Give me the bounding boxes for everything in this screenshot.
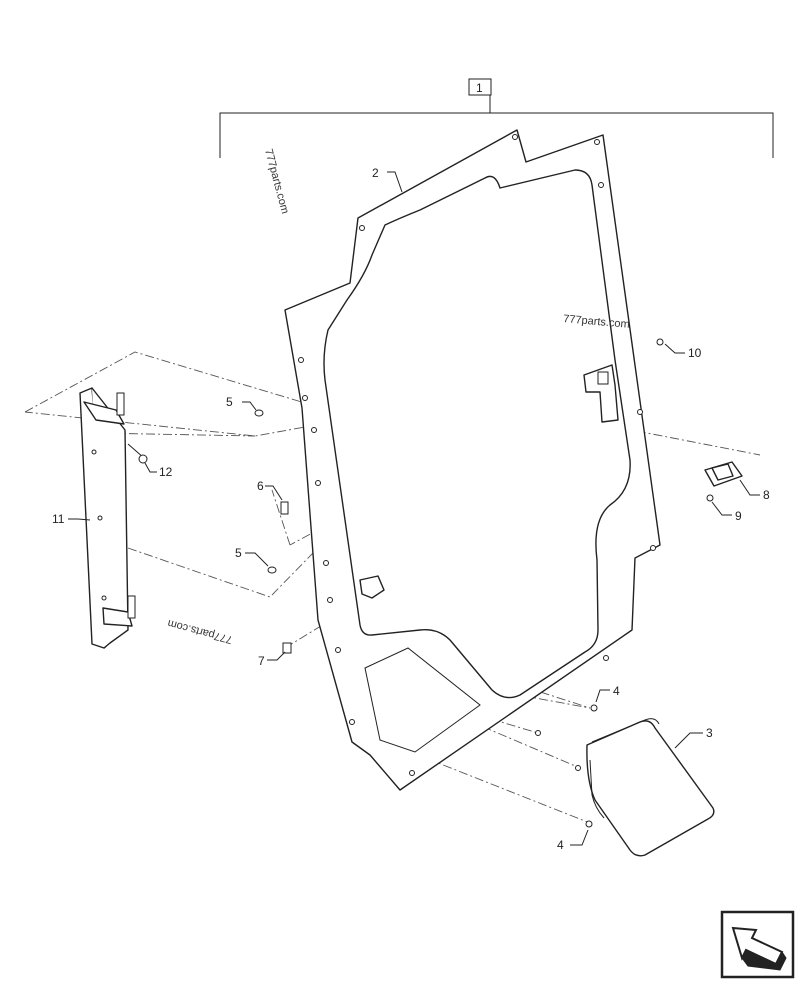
callout-10: 10: [688, 346, 702, 360]
callout-4-upper: 4: [613, 684, 620, 698]
latch-bracket-8: [704, 461, 743, 487]
callout-7: 7: [258, 654, 265, 668]
callout-11: 11: [52, 512, 65, 526]
glass-pane: [586, 718, 715, 857]
bolt-12: [127, 443, 148, 464]
callouts: 2 3 4 4 5 5 6 7 8 9 10 11 12: [52, 166, 770, 852]
callout-12: 12: [159, 465, 173, 479]
watermark-upside-down: 777parts.com: [166, 617, 233, 646]
leader-lines: [68, 171, 760, 846]
callout-2: 2: [372, 166, 379, 180]
assembly-label: 1: [476, 81, 483, 95]
callout-5-lower: 5: [235, 546, 242, 560]
callout-9: 9: [735, 509, 742, 523]
callout-8: 8: [763, 488, 770, 502]
fasteners: [254, 338, 714, 828]
hinge-bar: [79, 387, 136, 649]
callout-4-lower: 4: [557, 838, 564, 852]
window-frame: [284, 129, 661, 791]
watermark-center: 777parts.com: [563, 313, 630, 331]
callout-6: 6: [257, 479, 264, 493]
arrow-navigation-icon[interactable]: [720, 910, 795, 979]
callout-3: 3: [706, 726, 713, 740]
callout-5-upper: 5: [226, 395, 233, 409]
assembly-bracket: 1: [219, 78, 774, 158]
watermark-vertical: 777parts.com: [262, 148, 291, 215]
